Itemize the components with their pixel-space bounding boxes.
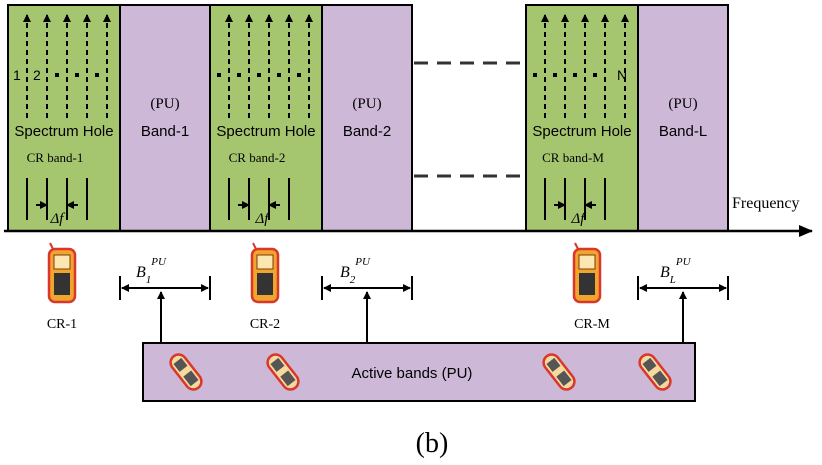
- pu-bandwidth-1: B1PU: [119, 256, 211, 343]
- active-bands-label: Active bands (PU): [352, 365, 473, 382]
- channel-label-2: 2: [33, 67, 41, 83]
- pu-tag: (PU): [668, 96, 697, 112]
- cr-phone-icon: [250, 242, 280, 304]
- cr-band-1: 1 2 Spectrum Hole CR band-1 Δf: [7, 4, 121, 232]
- cr-device-m: CR-M: [572, 242, 610, 332]
- cr-band-label: CR band-M: [542, 150, 604, 165]
- dotted-channel-row: [533, 73, 597, 77]
- cr-phone-icon: [47, 242, 77, 304]
- pu-band-label: Band-L: [659, 123, 707, 140]
- pu-band-1: (PU) Band-1: [119, 4, 211, 232]
- delta-f-marker: [26, 178, 88, 220]
- frequency-axis-label: Frequency: [732, 195, 800, 212]
- pu-band-l: (PU) Band-L: [637, 4, 729, 232]
- channel-arrows: [23, 14, 111, 118]
- channel-arrows: [225, 14, 313, 118]
- delta-f-label: Δf: [255, 211, 271, 227]
- cr-device-label: CR-2: [250, 317, 280, 332]
- dotted-channel-row: [217, 73, 301, 77]
- dotted-channel-row: [55, 73, 99, 77]
- spectrum-hole-label: Spectrum Hole: [14, 123, 113, 140]
- active-bands-box: Active bands (PU): [142, 342, 696, 402]
- channel-arrows: [541, 14, 629, 118]
- pu-band-label: Band-2: [343, 123, 391, 140]
- cr-phone-icon: [572, 242, 602, 304]
- channel-label-n: N: [617, 67, 627, 83]
- delta-f-marker: [228, 178, 290, 220]
- pu-band-2: (PU) Band-2: [321, 4, 413, 232]
- spectrum-hole-label: Spectrum Hole: [532, 123, 631, 140]
- bandwidth-label: B1PU: [136, 256, 167, 286]
- spectrum-hole-label: Spectrum Hole: [216, 123, 315, 140]
- channel-label-1: 1: [13, 67, 21, 83]
- pu-bandwidth-2: B2PU: [321, 256, 413, 343]
- pu-tag: (PU): [352, 96, 381, 112]
- cr-device-2: CR-2: [250, 242, 280, 332]
- bandwidth-label: B2PU: [340, 256, 371, 286]
- cr-band-label: CR band-1: [27, 150, 84, 165]
- cr-band-label: CR band-2: [229, 150, 286, 165]
- cr-device-label: CR-M: [574, 317, 610, 332]
- pu-band-label: Band-1: [141, 123, 189, 140]
- cr-band-m: N Spectrum Hole CR band-M Δf: [525, 4, 639, 232]
- cr-device-label: CR-1: [47, 317, 77, 332]
- delta-f-marker: [544, 178, 606, 220]
- cr-device-1: CR-1: [47, 242, 77, 332]
- pu-handset-icon: [169, 353, 203, 391]
- delta-f-label: Δf: [50, 211, 66, 227]
- pu-handset-icon: [266, 353, 300, 391]
- delta-f-label: Δf: [571, 211, 587, 227]
- pu-handset-icon: [542, 353, 576, 391]
- cr-band-2: Spectrum Hole CR band-2 Δf: [209, 4, 323, 232]
- bandwidth-label: BLPU: [660, 256, 692, 286]
- pu-handset-icon: [638, 353, 672, 391]
- pu-tag: (PU): [150, 96, 179, 112]
- pu-bandwidth-l: BLPU: [637, 256, 729, 343]
- figure-caption: (b): [416, 428, 449, 459]
- frequency-axis: Frequency: [4, 195, 813, 237]
- continuation-dashes: [414, 61, 524, 178]
